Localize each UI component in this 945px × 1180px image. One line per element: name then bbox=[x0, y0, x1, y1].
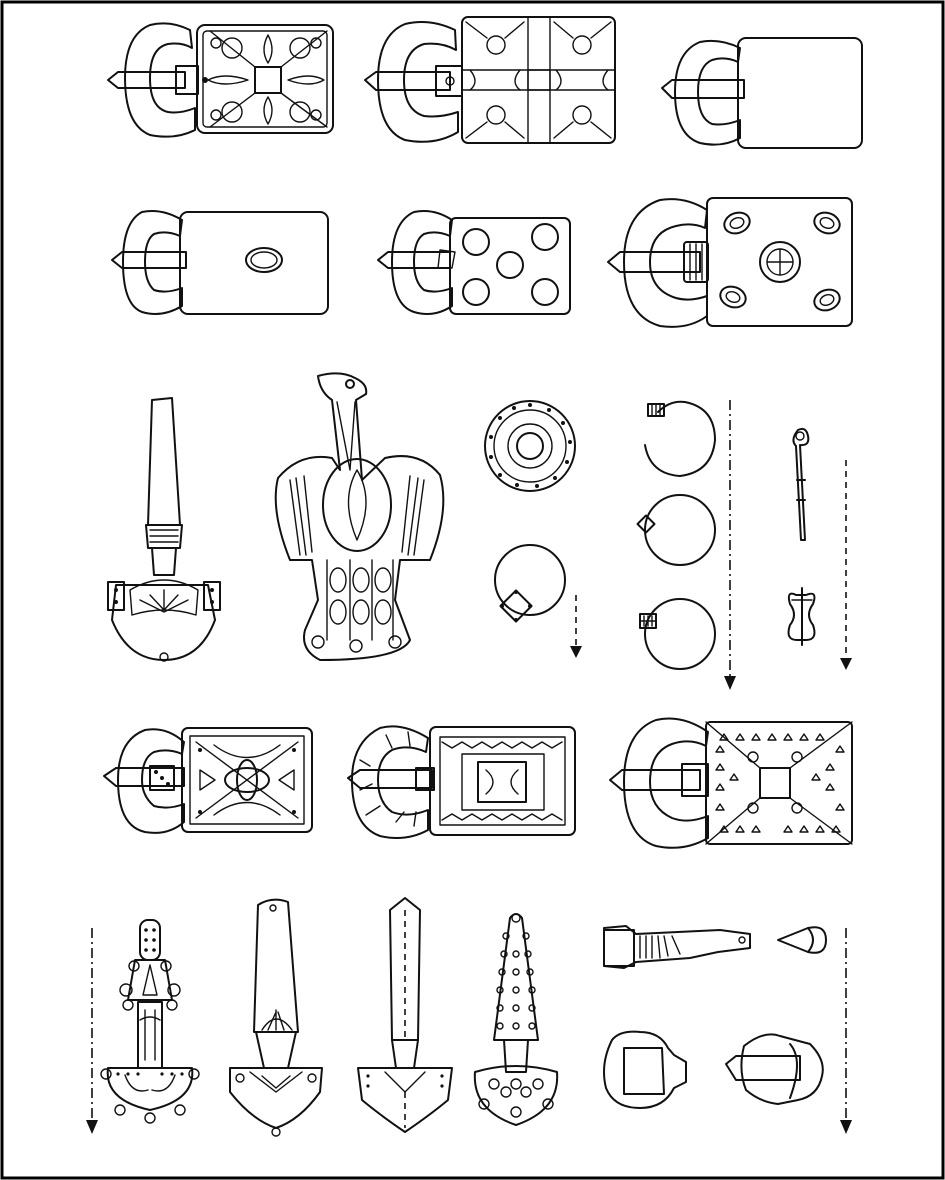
buckle-chip-carved bbox=[103, 727, 313, 834]
earring-small bbox=[494, 544, 582, 658]
eagle-brooch bbox=[274, 372, 445, 661]
buckle-plain-plate bbox=[661, 37, 863, 149]
buckle-cloisonne-quatrefoil bbox=[107, 22, 334, 138]
bow-brooch-dotted-circles bbox=[473, 913, 559, 1126]
bow-brooch-plain bbox=[107, 397, 221, 662]
fibula-pair bbox=[787, 427, 852, 670]
buckle-triangle-punched bbox=[609, 717, 853, 849]
earring-set bbox=[636, 400, 736, 690]
buckle-oval-boss bbox=[111, 210, 329, 315]
buckle-cloisonne-four-panel bbox=[364, 16, 616, 144]
disc-brooch bbox=[484, 400, 576, 492]
buckle-zigzag-frame bbox=[347, 725, 576, 839]
bow-brooch-ring-and-dot bbox=[86, 919, 200, 1134]
bow-brooch-lozenge-foot bbox=[357, 897, 453, 1133]
bow-brooch-fan-head bbox=[229, 898, 323, 1137]
buckle-garnet-bosses bbox=[607, 197, 853, 328]
buckle-five-bosses bbox=[377, 210, 571, 315]
strap-end-and-mounts bbox=[603, 925, 852, 1134]
